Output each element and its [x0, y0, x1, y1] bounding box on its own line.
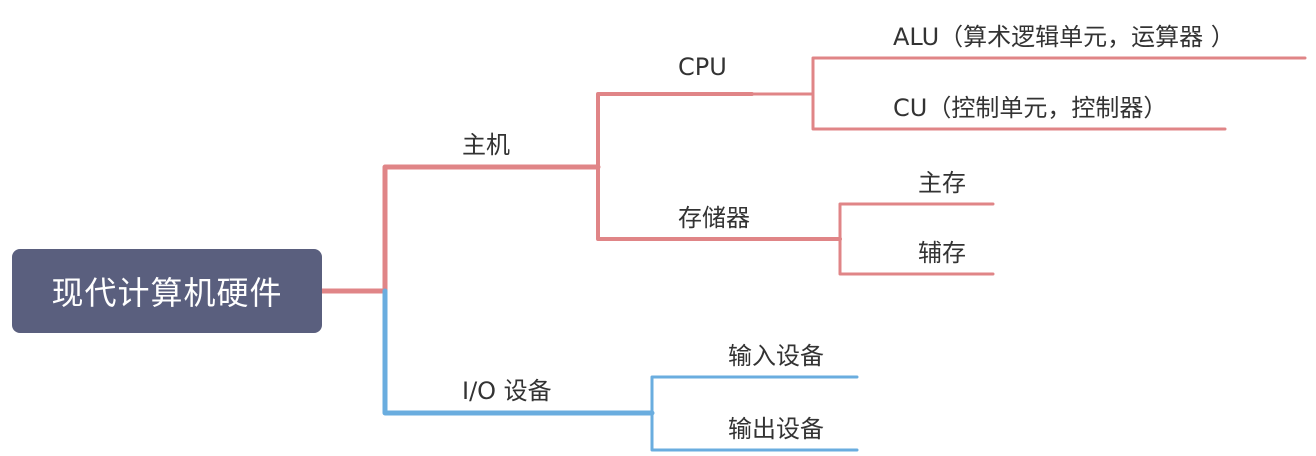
node-input-devices-label: 输入设备 [728, 342, 824, 370]
connector-cpu-alu [750, 56, 1307, 96]
node-cu[interactable]: CU（控制单元，控制器） [893, 88, 1167, 123]
connector-host-storage [596, 165, 842, 241]
node-io-label: I/O 设备 [462, 377, 552, 405]
node-cpu[interactable]: CPU [678, 53, 727, 81]
node-aux-memory[interactable]: 辅存 [918, 233, 966, 268]
node-alu-label: ALU（算术逻辑单元，运算器 ） [893, 23, 1235, 51]
node-cpu-label: CPU [678, 53, 727, 81]
connector-cpu-cu [811, 92, 1227, 131]
connector-root-host [319, 164, 601, 294]
node-host-label: 主机 [462, 131, 510, 159]
root-node-label: 现代计算机硬件 [51, 274, 283, 312]
connector-io-input [650, 375, 859, 415]
connector-storage-aux [838, 237, 995, 276]
node-output-devices-label: 输出设备 [728, 415, 824, 443]
node-main-memory[interactable]: 主存 [918, 163, 966, 198]
node-aux-memory-label: 辅存 [918, 239, 966, 267]
connector-io-output [650, 411, 859, 452]
node-io[interactable]: I/O 设备 [462, 371, 552, 406]
root-node[interactable]: 现代计算机硬件 [12, 249, 322, 333]
node-host[interactable]: 主机 [462, 125, 510, 160]
node-storage-label: 存储器 [678, 204, 750, 232]
node-output-devices[interactable]: 输出设备 [728, 409, 824, 444]
node-input-devices[interactable]: 输入设备 [728, 336, 824, 371]
node-main-memory-label: 主存 [918, 169, 966, 197]
node-storage[interactable]: 存储器 [678, 198, 750, 233]
node-alu[interactable]: ALU（算术逻辑单元，运算器 ） [893, 17, 1235, 52]
connector-host-cpu [596, 92, 754, 169]
connector-root-io [382, 288, 655, 416]
connector-storage-main [838, 202, 995, 241]
node-cu-label: CU（控制单元，控制器） [893, 94, 1168, 122]
